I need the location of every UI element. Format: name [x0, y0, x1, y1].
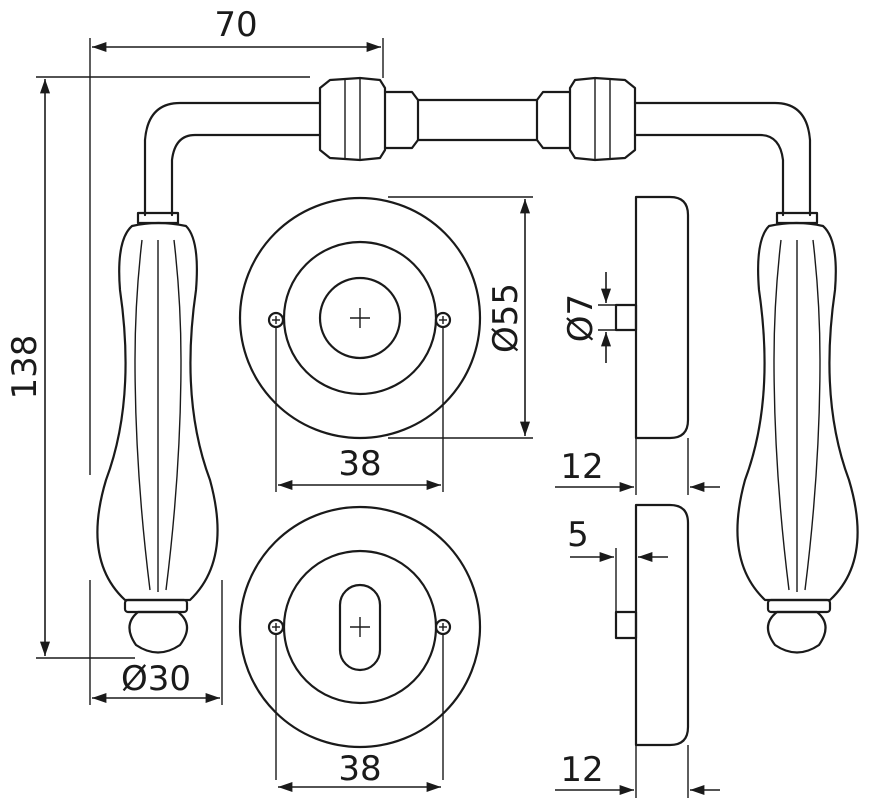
- spindle-bar: [416, 98, 539, 142]
- side-view-top: Ø7 12: [555, 195, 720, 495]
- dim-70-label: 70: [214, 5, 257, 45]
- rosette-top: Ø55 38: [238, 196, 533, 492]
- dim-138: 138: [5, 76, 310, 659]
- screw-icon: [434, 618, 452, 636]
- dim-screw-spacing-top-label: 38: [338, 444, 381, 484]
- dim-screw-spacing-bottom-label: 38: [338, 749, 381, 789]
- screw-icon: [434, 311, 452, 329]
- dim-key-offset-label: 5: [567, 515, 589, 555]
- side-view-bottom: 5 12: [555, 503, 720, 798]
- rosette-bottom: 38: [238, 505, 482, 793]
- screw-icon: [267, 618, 285, 636]
- dim-rosette-diameter-label: Ø55: [486, 283, 526, 353]
- dim-grip-diameter-label: Ø30: [121, 659, 191, 699]
- dim-70: 70: [89, 5, 384, 475]
- right-handle: [535, 76, 859, 654]
- dim-spindle-diameter-label: Ø7: [561, 294, 601, 342]
- dim-138-label: 138: [5, 335, 45, 400]
- dim-thickness-bottom-label: 12: [560, 750, 603, 790]
- screw-icon: [267, 311, 285, 329]
- dim-grip-diameter: Ø30: [89, 580, 223, 705]
- dim-thickness-top-label: 12: [560, 447, 603, 487]
